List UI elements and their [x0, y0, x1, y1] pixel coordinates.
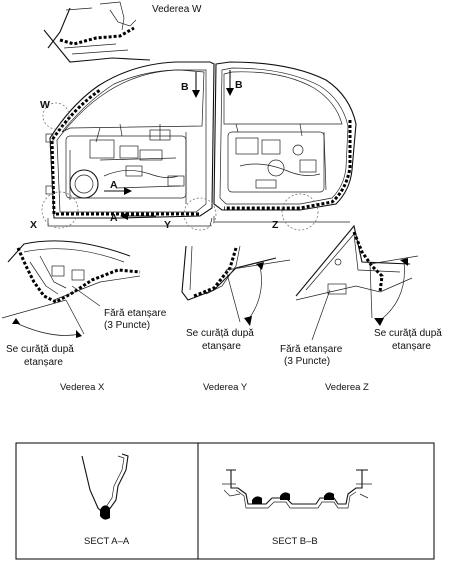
view-y-clean-line1: Se curăță după: [186, 328, 254, 339]
label-x: X: [30, 219, 37, 231]
section-a-a-caption: SECT A–A: [84, 536, 130, 547]
label-b-right: B: [235, 79, 243, 91]
view-z-detail: [295, 224, 419, 341]
view-x-no-seal-line1: Fără etanșare: [104, 308, 167, 319]
label-b-left: B: [181, 81, 189, 93]
view-w-detail: Vederea W: [43, 1, 202, 63]
section-b-b-caption: SECT B–B: [272, 536, 318, 547]
door-assembly: [45, 61, 357, 227]
view-x-clean-line2: etanșare: [24, 357, 63, 368]
view-y-clean-line2: etanșare: [202, 341, 241, 352]
label-w: W: [40, 99, 50, 111]
view-y-caption: Vederea Y: [203, 382, 248, 393]
view-z-caption: Vederea Z: [325, 382, 369, 393]
sections-box: [15, 442, 435, 560]
section-b-arrows: B B: [181, 70, 243, 98]
view-x-caption: Vederea X: [60, 382, 105, 393]
marker-y: [183, 197, 217, 231]
view-markers: [41, 102, 319, 231]
view-z-no-seal-line1: Fără etanșare: [280, 344, 343, 355]
label-a-top: A: [110, 179, 118, 191]
section-a-arrows: A A: [104, 179, 156, 224]
label-a-bottom: A: [110, 212, 118, 224]
marker-x: [41, 191, 79, 229]
view-x-detail: [1, 240, 141, 338]
section-a-a-drawing: [81, 453, 129, 520]
label-z: Z: [272, 219, 279, 231]
label-y: Y: [164, 219, 171, 231]
section-b-b-drawing: [222, 469, 372, 509]
view-z-no-seal-line2: (3 Puncte): [284, 356, 330, 367]
marker-w: [42, 102, 70, 130]
view-y-detail: [181, 245, 291, 326]
view-z-clean-line2: etanșare: [392, 341, 431, 352]
view-x-no-seal-line2: (3 Puncte): [104, 320, 150, 331]
view-z-clean-line1: Se curăță după: [374, 328, 442, 339]
view-x-clean-line1: Se curăță după: [6, 344, 74, 355]
view-w-title: Vederea W: [152, 4, 202, 15]
marker-z: [281, 193, 319, 231]
